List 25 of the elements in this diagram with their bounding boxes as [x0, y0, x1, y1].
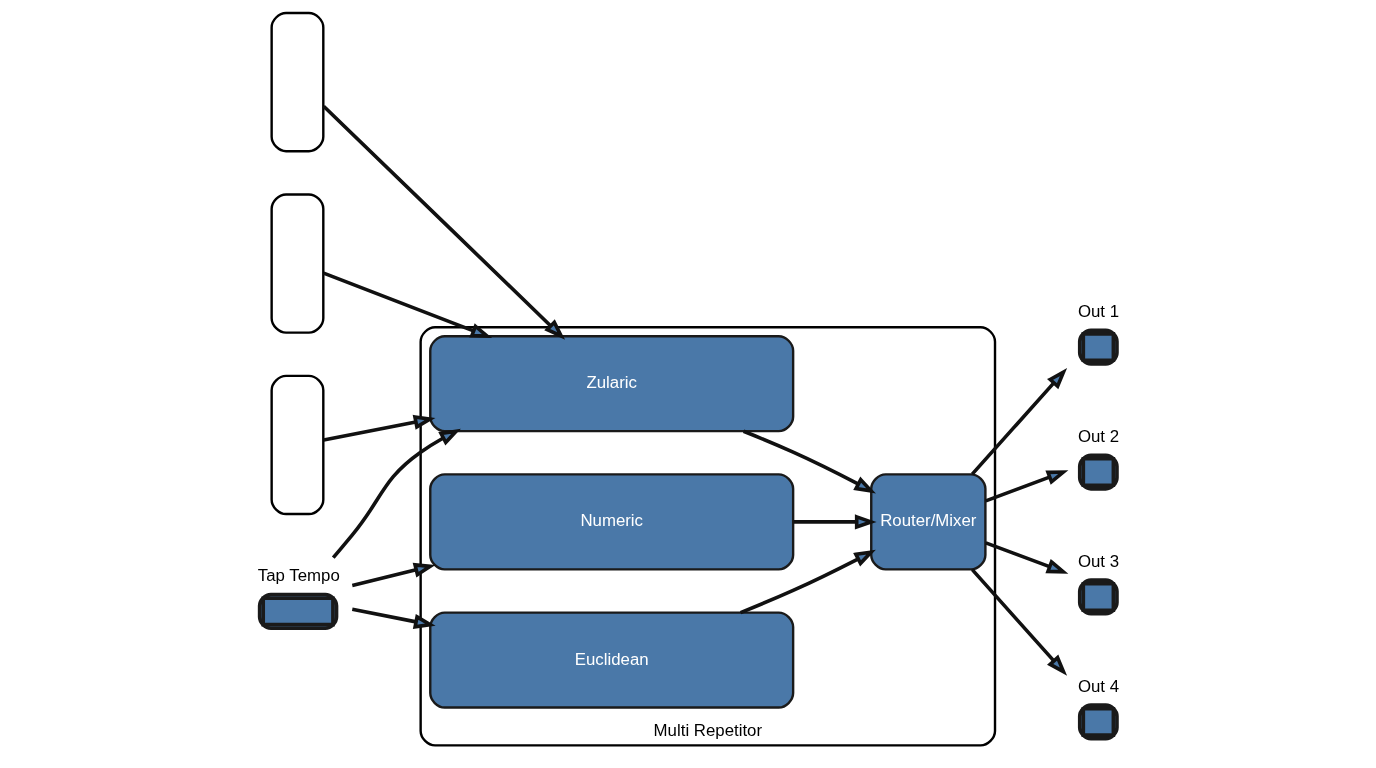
arrow [331, 428, 461, 559]
node-box: Euclidean [429, 611, 795, 709]
arrow [970, 568, 1068, 676]
arrow [351, 562, 436, 588]
node-label: Out 2 [1077, 426, 1120, 446]
node-box [270, 374, 325, 516]
arrow [793, 514, 877, 530]
arrow [323, 271, 493, 339]
node-box: Numeric [429, 473, 795, 571]
node-box [270, 11, 325, 153]
arrow [985, 541, 1069, 574]
node-box [270, 193, 325, 334]
node-label: Tap Tempo [257, 566, 340, 585]
arrow [322, 104, 566, 340]
arrow [970, 368, 1068, 476]
arrow [323, 414, 436, 442]
arrow [742, 429, 876, 494]
node-label: Out 3 [1077, 551, 1120, 571]
arrow [985, 470, 1069, 503]
arrow [351, 607, 436, 629]
node-box: Router/Mixer [870, 473, 987, 571]
arrow [739, 549, 876, 615]
node-label: Out 4 [1077, 676, 1120, 696]
node-label: Out 1 [1077, 301, 1120, 321]
node-box: Zularic [429, 335, 795, 433]
